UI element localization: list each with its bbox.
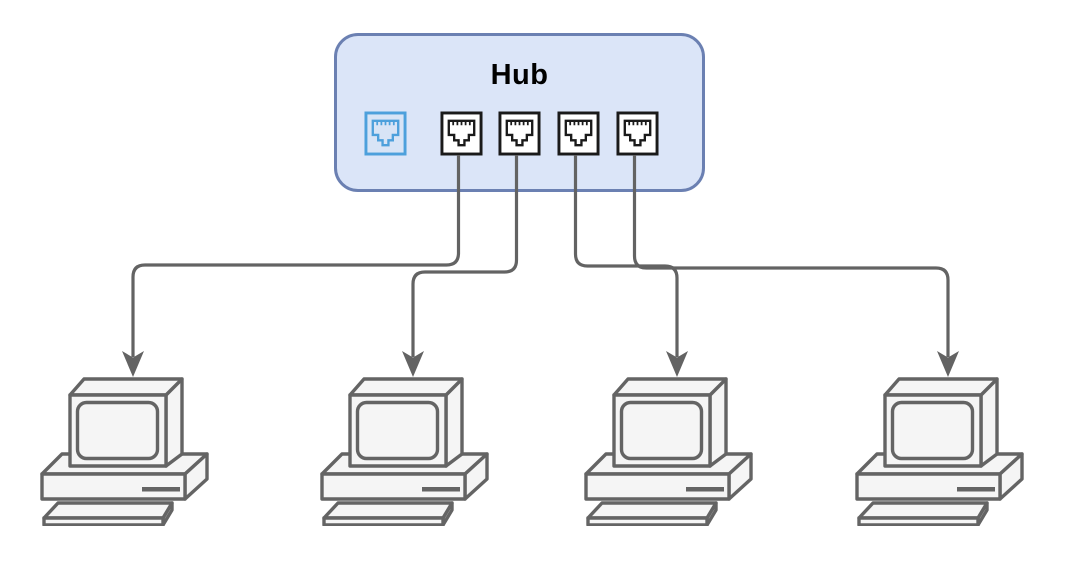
rj45-port-icon (498, 111, 541, 156)
arrowhead-icon (402, 351, 424, 377)
computer-node-1 (39, 376, 211, 526)
arrowhead-icon (122, 351, 144, 377)
computer-node-2 (319, 376, 491, 526)
computer-icon (39, 376, 211, 526)
computer-node-3 (583, 376, 755, 526)
computer-icon (319, 376, 491, 526)
hub-port-3 (557, 111, 600, 156)
hub-port-2 (498, 111, 541, 156)
computer-node-4 (854, 376, 1026, 526)
arrowhead-icon (666, 351, 688, 377)
rj45-port-icon (440, 111, 483, 156)
hub-port-1 (440, 111, 483, 156)
arrowhead-icon (937, 351, 959, 377)
computer-icon (854, 376, 1026, 526)
rj45-port-icon (557, 111, 600, 156)
hub-node: Hub (334, 33, 705, 192)
hub-label: Hub (490, 59, 549, 91)
rj45-port-icon (364, 111, 407, 156)
hub-uplink-port (364, 111, 407, 156)
hub-port-4 (616, 111, 659, 156)
rj45-port-icon (616, 111, 659, 156)
computer-icon (583, 376, 755, 526)
